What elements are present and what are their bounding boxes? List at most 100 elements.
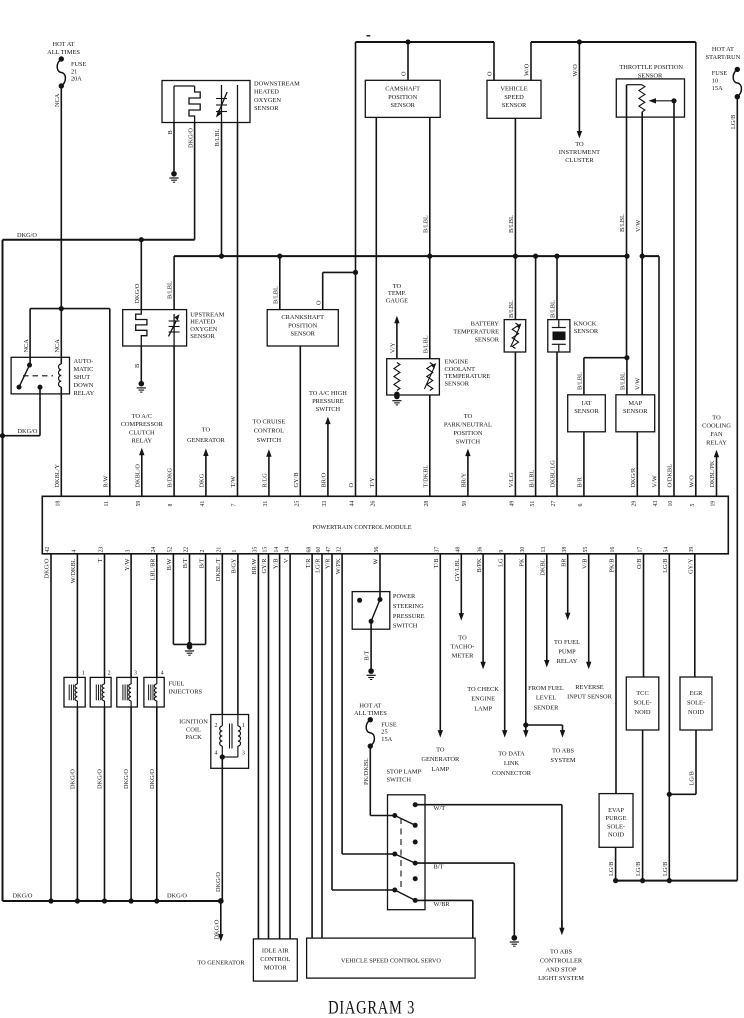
svg-text:INJECTORS: INJECTORS xyxy=(168,689,202,696)
svg-text:FUEL: FUEL xyxy=(168,681,184,688)
svg-text:FUSE: FUSE xyxy=(71,61,87,68)
svg-text:Y/R: Y/R xyxy=(325,558,332,569)
svg-text:DKG/O: DKG/O xyxy=(149,769,156,789)
svg-text:31: 31 xyxy=(263,501,269,507)
svg-text:TO ABS: TO ABS xyxy=(552,748,575,755)
svg-text:PURGE: PURGE xyxy=(606,815,627,822)
svg-text:SWITCH: SWITCH xyxy=(456,439,481,446)
svg-text:SWITCH: SWITCH xyxy=(316,406,341,413)
svg-text:DKG/O: DKG/O xyxy=(134,283,141,303)
svg-text:AND STOP: AND STOP xyxy=(546,966,577,973)
svg-text:60: 60 xyxy=(316,547,322,553)
svg-text:B/T: B/T xyxy=(364,651,371,661)
svg-text:LG/B: LG/B xyxy=(689,771,696,785)
svg-text:LG/B: LG/B xyxy=(662,862,669,876)
svg-text:SENSOR: SENSOR xyxy=(290,331,315,338)
svg-text:Y/B: Y/B xyxy=(272,559,279,570)
svg-text:56: 56 xyxy=(374,547,380,553)
svg-text:O/DKBL: O/DKBL xyxy=(667,464,674,488)
svg-text:LG/B: LG/B xyxy=(662,559,669,573)
svg-text:3: 3 xyxy=(134,671,137,677)
svg-text:O/B: O/B xyxy=(636,559,643,570)
svg-text:TO FUEL: TO FUEL xyxy=(554,639,580,646)
svg-text:DKBL/T: DKBL/T xyxy=(215,558,222,581)
svg-text:SENSOR: SENSOR xyxy=(638,73,663,80)
svg-text:T/B: T/B xyxy=(433,559,440,569)
svg-text:DKBL/LG: DKBL/LG xyxy=(550,460,557,488)
svg-text:CRANKSHAFT: CRANKSHAFT xyxy=(281,314,324,321)
svg-text:3: 3 xyxy=(242,751,245,757)
svg-text:TO A/C HIGH: TO A/C HIGH xyxy=(309,390,347,397)
svg-text:PK: PK xyxy=(519,558,526,567)
svg-text:SENDER: SENDER xyxy=(534,704,560,711)
svg-text:V/Y: V/Y xyxy=(389,342,396,353)
svg-text:SWITCH: SWITCH xyxy=(393,623,418,630)
svg-text:OXYGEN: OXYGEN xyxy=(254,97,281,104)
svg-text:13: 13 xyxy=(541,547,547,553)
svg-text:DKG/O: DKG/O xyxy=(167,893,187,900)
svg-text:59: 59 xyxy=(136,501,142,507)
svg-text:TO A/C: TO A/C xyxy=(132,413,152,420)
svg-text:ALL TIMES: ALL TIMES xyxy=(47,49,80,56)
svg-text:NOID: NOID xyxy=(635,709,651,716)
svg-text:COIL: COIL xyxy=(186,726,201,733)
svg-text:BR/O: BR/O xyxy=(321,472,328,487)
svg-text:B/GY: B/GY xyxy=(231,558,238,573)
svg-text:DOWNSTREAM: DOWNSTREAM xyxy=(254,81,300,88)
svg-text:DKG/O: DKG/O xyxy=(123,769,130,789)
svg-text:PACK: PACK xyxy=(185,734,202,741)
svg-text:3: 3 xyxy=(125,550,131,553)
svg-text:RELAY: RELAY xyxy=(131,438,152,445)
svg-text:SPEED: SPEED xyxy=(504,94,524,101)
svg-text:DKG/O: DKG/O xyxy=(44,558,51,578)
svg-text:10: 10 xyxy=(668,501,674,507)
svg-text:POSITION: POSITION xyxy=(453,430,482,437)
svg-text:W/T: W/T xyxy=(434,805,446,812)
svg-text:25: 25 xyxy=(381,729,387,736)
svg-text:52: 52 xyxy=(168,547,174,553)
svg-text:CLUTCH: CLUTCH xyxy=(129,429,155,436)
svg-text:TO: TO xyxy=(436,747,445,754)
svg-text:B: B xyxy=(167,130,174,134)
svg-text:15A: 15A xyxy=(381,736,392,743)
svg-text:1: 1 xyxy=(82,671,85,677)
svg-text:PK/DKBL: PK/DKBL xyxy=(363,758,370,785)
svg-text:R/W: R/W xyxy=(103,476,110,488)
svg-text:ENGINE: ENGINE xyxy=(471,696,495,703)
svg-text:RELAY: RELAY xyxy=(74,390,95,397)
svg-text:B/DKG: B/DKG xyxy=(167,467,174,487)
svg-text:DKG/O: DKG/O xyxy=(13,893,33,900)
svg-text:GENERATOR: GENERATOR xyxy=(421,756,460,763)
svg-text:TO: TO xyxy=(712,414,721,421)
svg-text:21: 21 xyxy=(217,547,223,553)
svg-text:MAP: MAP xyxy=(628,400,642,407)
svg-text:THROTTLE POSITION: THROTTLE POSITION xyxy=(619,64,683,71)
svg-text:W/O: W/O xyxy=(572,64,579,77)
svg-text:T: T xyxy=(97,558,104,562)
svg-text:B/W: B/W xyxy=(166,558,173,570)
svg-text:LAMP: LAMP xyxy=(474,705,492,712)
svg-text:DKG/O: DKG/O xyxy=(97,769,104,789)
svg-text:HEATED: HEATED xyxy=(254,89,279,96)
svg-text:LG/R: LG/R xyxy=(315,558,322,573)
svg-text:B/LBL: B/LBL xyxy=(167,281,174,299)
svg-text:SOLE-: SOLE- xyxy=(687,699,705,706)
svg-text:LAMP: LAMP xyxy=(431,766,449,773)
svg-text:DOWN: DOWN xyxy=(74,382,94,389)
svg-text:TEMP.: TEMP. xyxy=(388,290,406,297)
svg-text:NCA: NCA xyxy=(54,339,61,353)
svg-text:SENSOR: SENSOR xyxy=(190,333,215,340)
svg-text:LG/B: LG/B xyxy=(635,862,642,876)
svg-text:FUSE: FUSE xyxy=(712,70,728,77)
svg-text:GY/B: GY/B xyxy=(293,472,300,487)
svg-text:34: 34 xyxy=(284,547,290,553)
svg-text:SENSOR: SENSOR xyxy=(502,102,527,109)
svg-text:GY/R: GY/R xyxy=(261,558,268,574)
svg-text:22: 22 xyxy=(184,547,190,553)
svg-text:FUSE: FUSE xyxy=(381,721,397,728)
svg-text:TEMPERATURE: TEMPERATURE xyxy=(445,373,491,380)
svg-text:B/LBL: B/LBL xyxy=(423,215,430,233)
svg-text:TO ABS: TO ABS xyxy=(550,949,573,956)
svg-text:GY/LBL: GY/LBL xyxy=(454,558,461,581)
svg-text:NCA: NCA xyxy=(54,93,61,107)
